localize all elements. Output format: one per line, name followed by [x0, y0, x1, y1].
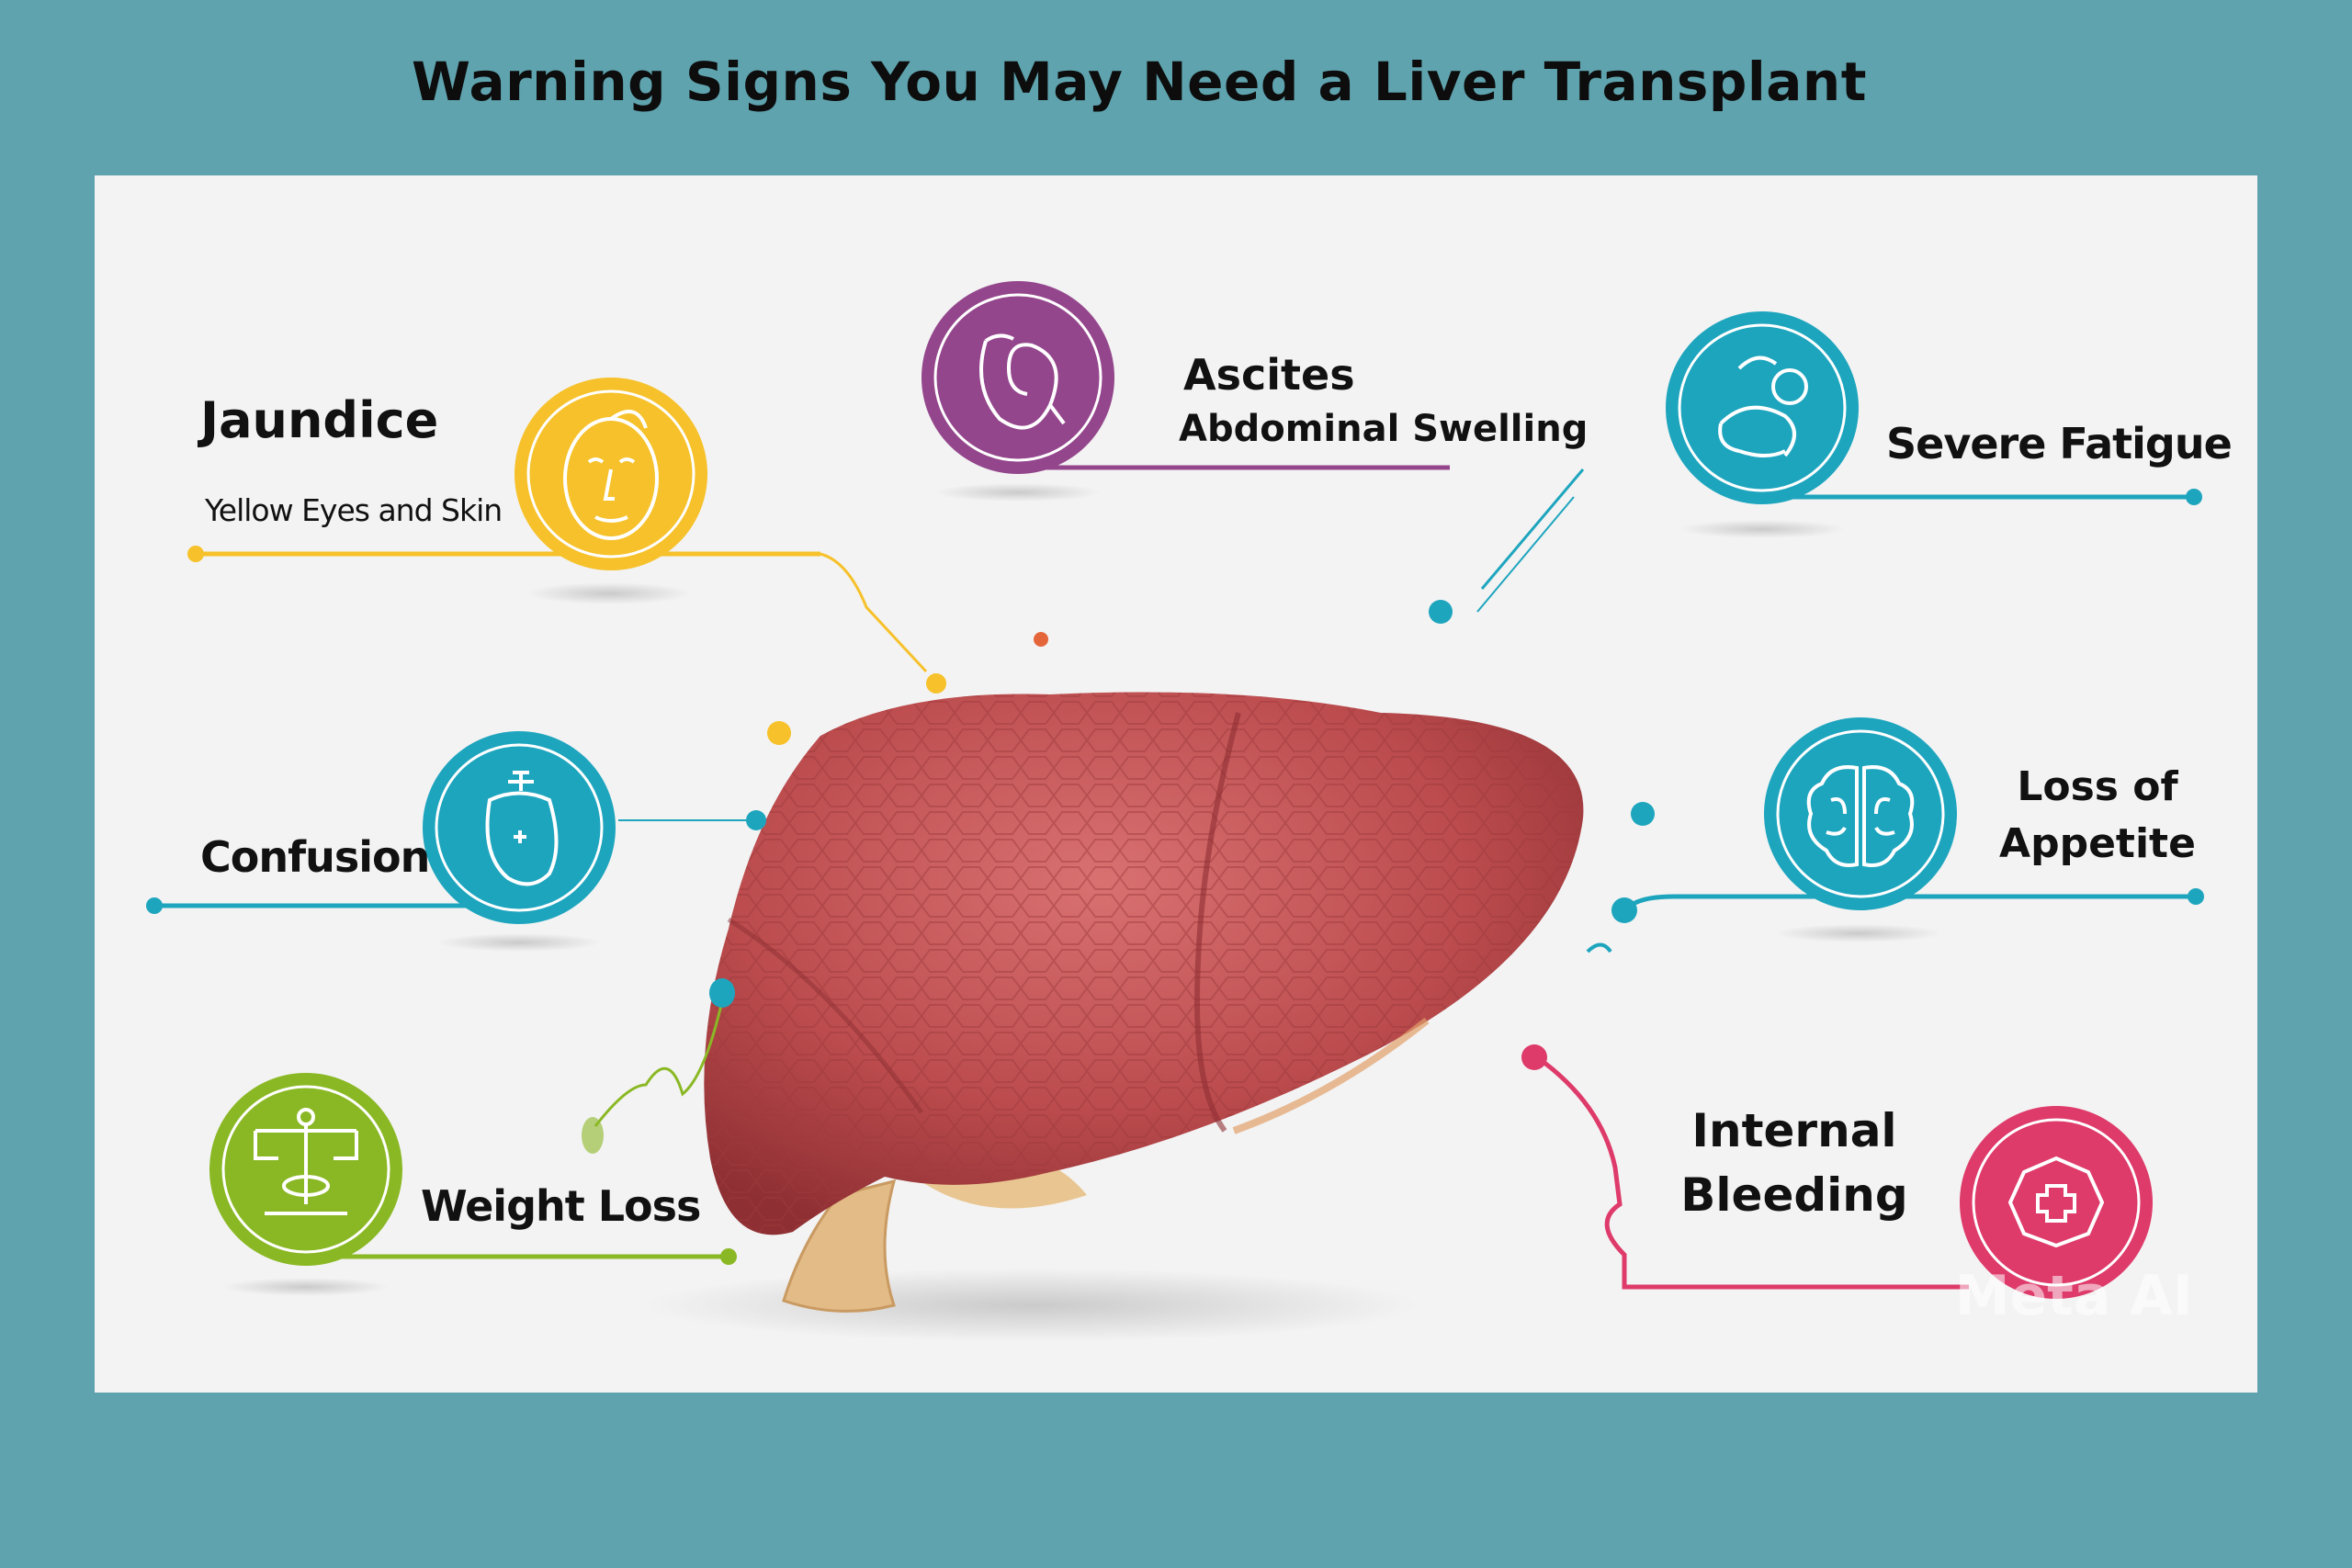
scale-icon [254, 1108, 358, 1215]
jaundice-label: Jaundice [200, 391, 439, 449]
bleeding-label-line2: Bleeding [1680, 1168, 1908, 1222]
bleeding-label: Internal Bleeding [1647, 1099, 1941, 1227]
weight-label: Weight Loss [421, 1181, 701, 1231]
head-icon [485, 771, 559, 886]
ascites-label: Ascites [1183, 350, 1355, 400]
liver-illustration [704, 692, 1584, 1313]
ascites-sublabel: Abdominal Swelling [1179, 408, 1589, 450]
liver-shadow [646, 1269, 1418, 1342]
appetite-label-line2: Appetite [1999, 820, 2196, 867]
infographic-panel: Jaundice Yellow Eyes and Skin Ascites Ab… [95, 175, 2257, 1393]
appetite-circle [1764, 717, 1957, 910]
bleeding-label-line1: Internal [1691, 1104, 1897, 1157]
fatigue-label: Severe Fatigue [1886, 419, 2233, 468]
jaundice-sublabel: Yellow Eyes and Skin [205, 492, 503, 528]
stomach-icon [979, 333, 1066, 430]
medical-cross-icon [2007, 1156, 2105, 1248]
bleeding-circle [1960, 1106, 2153, 1299]
confusion-circle [423, 731, 616, 924]
brain-icon [1806, 765, 1915, 867]
confusion-label: Confusion [200, 832, 430, 882]
sleeping-person-icon [1718, 355, 1808, 457]
ascites-circle [922, 281, 1114, 474]
appetite-label-line1: Loss of [2017, 763, 2178, 810]
appetite-label: Loss of Appetite [1987, 759, 2208, 873]
watermark: Meta AI [1954, 1264, 2193, 1328]
page-title: Warning Signs You May Need a Liver Trans… [412, 51, 1867, 113]
bleeding-connector [1535, 1055, 1969, 1290]
face-icon [563, 410, 659, 540]
infographic-graphics [146, 281, 2204, 1342]
